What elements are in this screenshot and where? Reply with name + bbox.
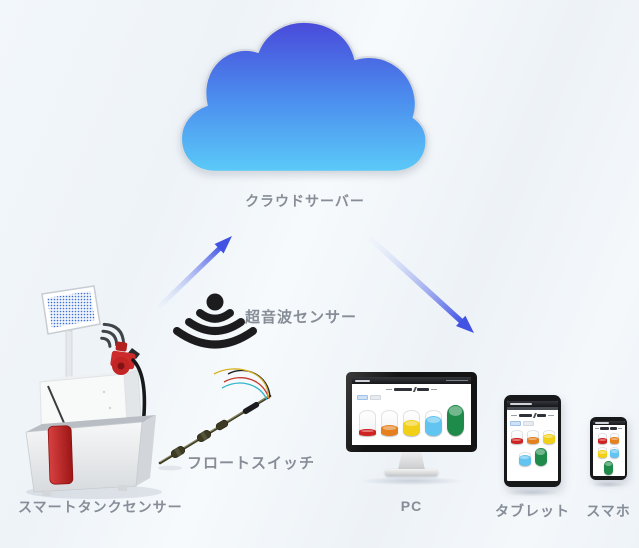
tablet-illustration (496, 395, 569, 498)
tablet-bezel (504, 395, 561, 487)
red-panel (47, 425, 74, 485)
phone-label: スマホ (586, 503, 631, 519)
ultrasonic-sensor-label: 超音波センサー (245, 309, 358, 326)
pc-base (385, 469, 438, 476)
pc-bezel (346, 372, 477, 452)
cloud-icon (180, 20, 428, 173)
screen-title-placeholder (352, 387, 471, 392)
screen-logo-placeholder (594, 422, 609, 424)
tank-gauge (598, 432, 607, 444)
tank-gauge (598, 446, 607, 458)
screen-logo-placeholder (510, 403, 532, 405)
tank-gauge (518, 452, 531, 466)
arrow-up-right-icon (157, 236, 232, 309)
float-switch-illustration (158, 368, 272, 471)
tank-gauge (542, 430, 555, 444)
solar-panel (41, 285, 101, 335)
wires (213, 368, 271, 401)
float-switch-label: フロートスイッチ (187, 455, 316, 472)
screen-header-bar (352, 377, 471, 384)
tank-gauge (526, 430, 539, 444)
tank-gauges (593, 432, 625, 444)
screen-filter-chips (510, 420, 558, 426)
screen-header-bar (592, 421, 625, 425)
tablet-label: タブレット (495, 503, 570, 519)
phone-shadow (585, 480, 632, 489)
tank-gauge (381, 410, 398, 436)
pc-shadow (338, 475, 485, 487)
pc-label: PC (400, 498, 423, 514)
tank-gauge (425, 410, 442, 436)
screen-subnav-placeholder (507, 407, 558, 410)
pc-screen (352, 377, 471, 445)
phone-bezel (590, 417, 627, 480)
float-sensors (170, 419, 229, 459)
tank-gauge (604, 460, 613, 475)
tablet-shadow (496, 487, 569, 498)
ultrasonic-sensor-icon (173, 293, 257, 349)
tank-gauges (593, 446, 625, 458)
tablet-screen (507, 401, 558, 481)
screen-title-placeholder (507, 413, 558, 418)
smart-tank-sensor-label: スマートタンクセンサー (18, 499, 183, 515)
tank-gauges (507, 430, 558, 444)
tank-gauges (352, 405, 471, 436)
arrow-down-right-icon (369, 237, 474, 333)
tank-gauges (593, 460, 625, 475)
screen-nav-placeholder (446, 379, 468, 382)
screen-filter-chips (357, 394, 471, 400)
tank-gauge (610, 432, 619, 444)
pc-illustration (338, 372, 485, 490)
tank-gauge (447, 405, 464, 436)
phone-screen (592, 421, 625, 476)
screen-header-bar (507, 401, 558, 407)
cable-connector (242, 401, 260, 415)
containment-tray (25, 415, 156, 496)
tank-gauge (510, 430, 523, 444)
tank-gauges (507, 448, 558, 466)
smartphone-illustration (585, 417, 632, 489)
pc-stand (398, 452, 425, 470)
screen-logo-placeholder (355, 379, 370, 382)
tank-gauge (403, 410, 420, 436)
tank-gauge (610, 446, 619, 458)
screen-title-placeholder (593, 427, 625, 430)
tank-gauge (534, 448, 547, 466)
smart-tank-sensor-illustration (25, 285, 162, 499)
tank-gauge (359, 410, 376, 436)
cloud-server-label: クラウドサーバー (245, 193, 365, 209)
